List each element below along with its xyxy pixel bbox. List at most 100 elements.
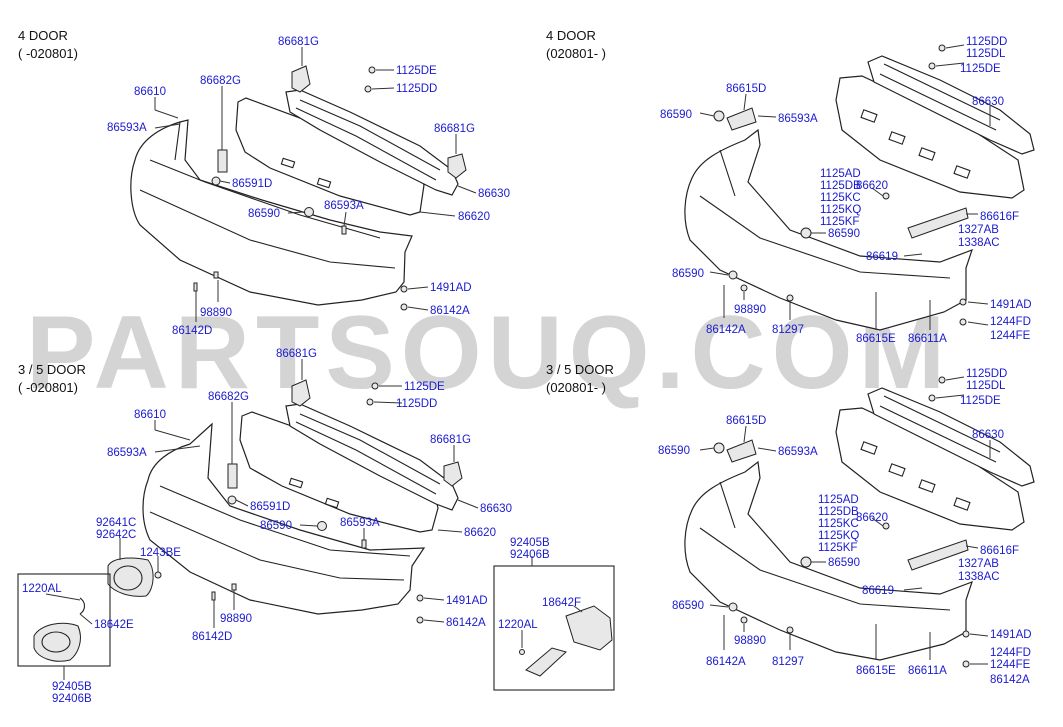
- part-label[interactable]: 1327AB: [958, 558, 999, 570]
- part-label[interactable]: 86620: [458, 211, 490, 223]
- part-label[interactable]: 1338AC: [958, 571, 1000, 583]
- part-label[interactable]: 18642F: [542, 597, 581, 609]
- part-label[interactable]: 1220AL: [22, 583, 62, 595]
- part-label[interactable]: 1125DB: [820, 180, 861, 192]
- part-label[interactable]: 92405B: [510, 537, 550, 549]
- part-label[interactable]: 86142D: [192, 631, 232, 643]
- part-label[interactable]: 86590: [672, 600, 704, 612]
- part-label[interactable]: 1491AD: [990, 629, 1032, 641]
- part-label[interactable]: 1491AD: [990, 299, 1032, 311]
- part-label[interactable]: 86142A: [706, 324, 746, 336]
- part-label[interactable]: 1125KQ: [818, 530, 859, 542]
- part-label[interactable]: 86615D: [726, 415, 766, 427]
- part-label[interactable]: 86611A: [908, 665, 947, 677]
- part-label[interactable]: 18642E: [94, 619, 134, 631]
- part-label[interactable]: 86593A: [107, 122, 147, 134]
- part-label[interactable]: 92641C: [96, 517, 136, 529]
- part-label[interactable]: 86591D: [250, 501, 290, 513]
- part-label[interactable]: 86681G: [430, 434, 471, 446]
- part-label[interactable]: 86630: [972, 96, 1004, 108]
- part-label[interactable]: 86593A: [324, 200, 364, 212]
- part-label[interactable]: 98890: [734, 304, 766, 316]
- part-label[interactable]: 86590: [248, 208, 280, 220]
- part-label[interactable]: 98890: [200, 307, 232, 319]
- part-label[interactable]: 1125DD: [396, 398, 437, 410]
- part-label[interactable]: 1125DD: [966, 368, 1007, 380]
- part-label[interactable]: 92406B: [510, 549, 550, 561]
- part-label[interactable]: 1125KC: [818, 518, 859, 530]
- part-label[interactable]: 1243BE: [140, 547, 181, 559]
- part-label[interactable]: 86142A: [990, 674, 1030, 686]
- part-label[interactable]: 98890: [734, 635, 766, 647]
- part-label[interactable]: 86590: [672, 268, 704, 280]
- part-label[interactable]: 86611A: [908, 333, 947, 345]
- part-label[interactable]: 1491AD: [446, 595, 488, 607]
- part-label[interactable]: 1491AD: [430, 282, 472, 294]
- part-label[interactable]: 92642C: [96, 529, 136, 541]
- part-label[interactable]: 86615E: [856, 333, 896, 345]
- part-label[interactable]: 1327AB: [958, 224, 999, 236]
- part-label[interactable]: 1125DE: [960, 63, 1001, 75]
- part-label[interactable]: 1125KC: [820, 192, 861, 204]
- part-label[interactable]: 1244FD: [990, 647, 1031, 659]
- part-label[interactable]: 81297: [772, 656, 804, 668]
- part-label[interactable]: 86610: [134, 409, 166, 421]
- part-label[interactable]: 86619: [862, 585, 894, 597]
- part-label[interactable]: 1244FE: [990, 659, 1031, 671]
- part-label[interactable]: 86682G: [208, 391, 249, 403]
- part-label[interactable]: 1125DL: [966, 48, 1006, 60]
- part-label[interactable]: 92405B: [52, 681, 92, 693]
- part-label[interactable]: 86142D: [172, 325, 212, 337]
- leaders-4door-early: [154, 47, 477, 322]
- part-label[interactable]: 86615D: [726, 83, 766, 95]
- part-label[interactable]: 86620: [464, 527, 496, 539]
- part-label[interactable]: 1125DL: [966, 380, 1006, 392]
- part-label[interactable]: 86681G: [434, 123, 475, 135]
- part-label[interactable]: 1125KF: [818, 542, 857, 554]
- part-label[interactable]: 86590: [260, 520, 292, 532]
- part-label[interactable]: 86682G: [200, 75, 241, 87]
- part-label[interactable]: 86593A: [107, 447, 147, 459]
- part-label[interactable]: 81297: [772, 324, 804, 336]
- part-label[interactable]: 92406B: [52, 693, 92, 705]
- part-label[interactable]: 1125DB: [818, 506, 859, 518]
- part-label[interactable]: 1125KF: [820, 216, 859, 228]
- part-label[interactable]: 1125AD: [818, 494, 859, 506]
- part-label[interactable]: 86142A: [446, 617, 486, 629]
- part-label[interactable]: 1338AC: [958, 237, 1000, 249]
- part-label[interactable]: 86590: [828, 557, 860, 569]
- part-label[interactable]: 86142A: [706, 656, 746, 668]
- part-label[interactable]: 86593A: [778, 113, 818, 125]
- part-label[interactable]: 86591D: [232, 178, 272, 190]
- part-label[interactable]: 86619: [866, 251, 898, 263]
- part-label[interactable]: 86620: [856, 180, 888, 192]
- part-label[interactable]: 86630: [480, 503, 512, 515]
- part-label[interactable]: 86142A: [430, 305, 470, 317]
- part-label[interactable]: 1125DE: [396, 65, 437, 77]
- part-label[interactable]: 86593A: [778, 446, 818, 458]
- part-label[interactable]: 1125KQ: [820, 204, 861, 216]
- part-label[interactable]: 1125DD: [396, 83, 437, 95]
- part-label[interactable]: 86590: [660, 109, 692, 121]
- part-label[interactable]: 98890: [220, 613, 252, 625]
- part-label[interactable]: 86681G: [278, 36, 319, 48]
- part-label[interactable]: 1244FD: [990, 316, 1031, 328]
- part-label[interactable]: 86590: [828, 228, 860, 240]
- part-label[interactable]: 86616F: [980, 211, 1019, 223]
- part-label[interactable]: 86630: [972, 429, 1004, 441]
- part-label[interactable]: 1220AL: [498, 619, 538, 631]
- part-label[interactable]: 86610: [134, 86, 166, 98]
- drawing-4door-late: [684, 44, 1035, 331]
- part-label[interactable]: 86616F: [980, 545, 1019, 557]
- part-label[interactable]: 86681G: [276, 348, 317, 360]
- part-label[interactable]: 86620: [856, 512, 888, 524]
- part-label[interactable]: 1125DD: [966, 36, 1007, 48]
- part-label[interactable]: 86590: [658, 445, 690, 457]
- part-label[interactable]: 86630: [478, 188, 510, 200]
- part-label[interactable]: 86593A: [340, 517, 380, 529]
- part-label[interactable]: 86615E: [856, 665, 896, 677]
- part-label[interactable]: 1125DE: [404, 381, 445, 393]
- part-label[interactable]: 1125DE: [960, 395, 1001, 407]
- part-label[interactable]: 1244FE: [990, 330, 1031, 342]
- part-label[interactable]: 1125AD: [820, 168, 861, 180]
